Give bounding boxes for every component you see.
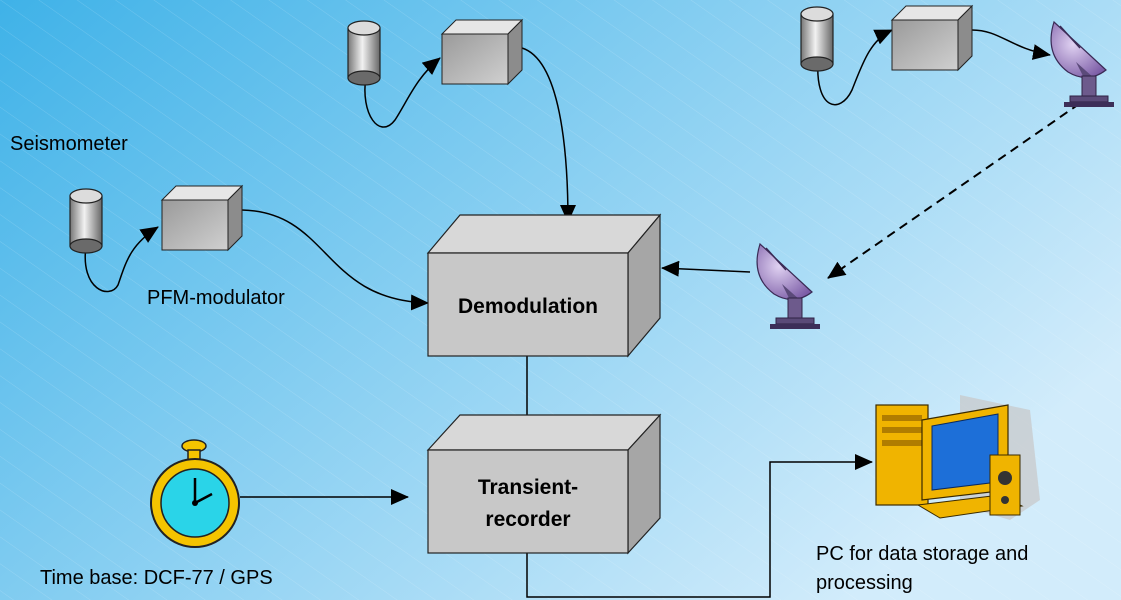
stopwatch-icon <box>150 439 240 548</box>
link-pfm-to-demod <box>241 209 429 311</box>
link-recorder-to-pc <box>526 454 873 598</box>
pc-label-line2: processing <box>816 572 913 594</box>
pc-label-line1: PC for data storage and <box>816 543 1029 565</box>
radio-link <box>827 94 1093 279</box>
modulator-box-icon <box>891 5 973 71</box>
link-dish-to-demod <box>661 260 751 277</box>
modulator-box-icon <box>441 19 523 85</box>
demodulation-label: Demodulation <box>458 295 598 318</box>
link-mod2-to-demod <box>521 47 576 223</box>
cable-seis1-to-mod <box>84 226 159 293</box>
seismometer-cylinder-icon <box>800 6 834 72</box>
cable-seis3-to-mod <box>817 29 893 106</box>
link-mod3-to-dish <box>971 29 1051 60</box>
cable-seis2-to-mod <box>364 57 441 128</box>
seismometer-cylinder-icon <box>69 188 103 254</box>
demodulation-box <box>426 213 662 358</box>
transient-recorder-label-line2: recorder <box>485 508 571 531</box>
seismometer-label: Seismometer <box>10 133 128 155</box>
pfm-modulator-label: PFM-modulator <box>147 287 285 309</box>
transient-recorder-label-line1: Transient- <box>477 476 579 499</box>
desktop-computer-icon <box>875 395 1040 520</box>
seismometer-cylinder-icon <box>347 20 381 86</box>
modulator-box-icon <box>161 185 243 251</box>
time-base-label: Time base: DCF-77 / GPS <box>40 567 273 589</box>
transient-recorder-box <box>426 413 662 555</box>
